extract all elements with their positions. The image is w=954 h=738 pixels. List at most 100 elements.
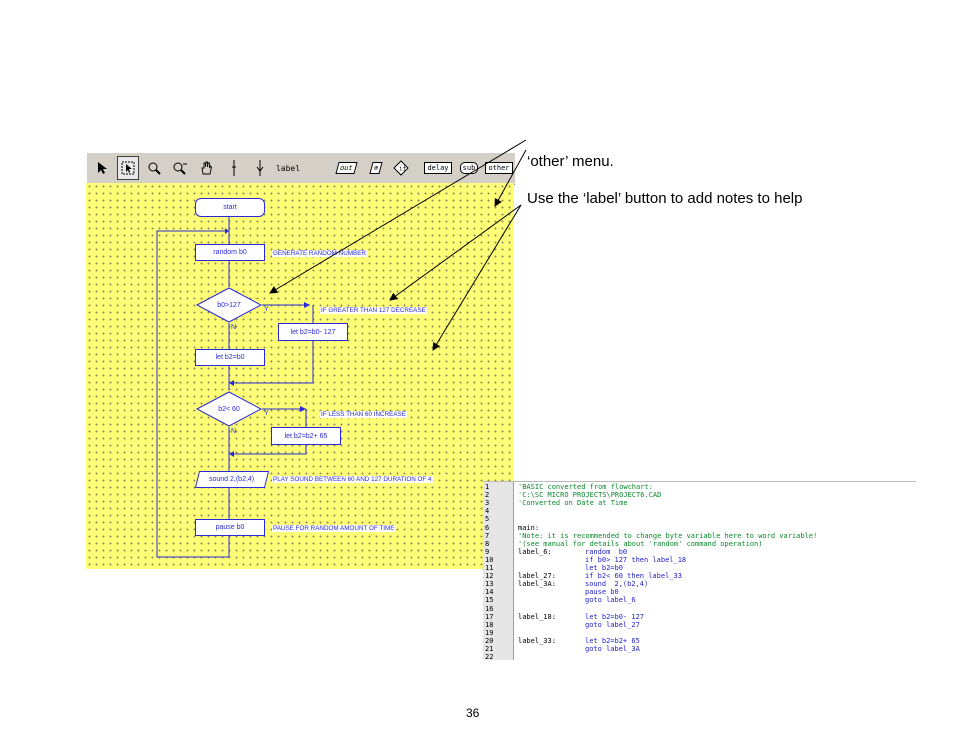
pause-note[interactable]: PAUSE FOR RANDOM AMOUNT OF TIME bbox=[272, 525, 396, 532]
random-note[interactable]: GENERATE RANDOM NUMBER bbox=[272, 250, 367, 257]
line-number: 21 bbox=[485, 645, 494, 653]
code-statement: if b2< 60 then label_33 bbox=[585, 572, 682, 581]
code-statement: goto label_27 bbox=[585, 620, 640, 629]
decision-b2-node[interactable]: b2< 60 bbox=[196, 391, 262, 427]
code-statement: if b0> 127 then label_18 bbox=[585, 555, 687, 564]
in-button-label: ⊕ bbox=[369, 162, 383, 174]
code-statement: sound 2,(b2,4) bbox=[585, 580, 649, 589]
decision-diamond-icon: if bbox=[393, 160, 409, 176]
decision1-no-label: N bbox=[231, 324, 237, 331]
code-statement: goto label_3A bbox=[585, 645, 640, 653]
hand-icon bbox=[201, 161, 212, 175]
line-number: 16 bbox=[485, 604, 494, 613]
out-button[interactable]: out bbox=[333, 156, 359, 180]
delay-button[interactable]: delay bbox=[423, 156, 453, 180]
out-button-label: out bbox=[335, 162, 357, 174]
zoom-in-button[interactable] bbox=[143, 156, 165, 180]
line-number: 8 bbox=[485, 539, 490, 548]
code-comment: 'C:\SC MICRO PROJECTS\PROJECT6.CAD bbox=[518, 491, 662, 500]
decision-diamond-shape-2 bbox=[196, 391, 262, 427]
if-button[interactable]: if bbox=[393, 156, 419, 180]
zoom-in-icon bbox=[148, 162, 161, 175]
flowchart-canvas[interactable]: start random b0 GENERATE RANDOM NUMBER b… bbox=[86, 183, 514, 569]
decision1-yes-label: Y bbox=[264, 306, 269, 313]
line-number: 15 bbox=[485, 596, 494, 605]
select-pointer-icon bbox=[121, 161, 135, 175]
connector-tool-icon bbox=[256, 160, 264, 176]
line-number: 1 bbox=[485, 483, 490, 491]
line-number: 22 bbox=[485, 653, 494, 662]
line-number: 13 bbox=[485, 580, 494, 589]
line-number: 4 bbox=[485, 507, 490, 516]
sound-node-label: sound 2,(b2,4) bbox=[209, 476, 255, 483]
line-number: 7 bbox=[485, 531, 490, 540]
line-number: 6 bbox=[485, 523, 490, 532]
code-label: label_33: bbox=[518, 636, 556, 645]
sub-button-label: sub bbox=[459, 162, 479, 174]
label-help-annotation: Use the ‘label’ button to add notes to h… bbox=[527, 190, 803, 207]
code-statement: goto label_6 bbox=[585, 596, 636, 605]
code-comment: 'BASIC converted from flowchart: bbox=[518, 483, 653, 491]
let-sub-node[interactable]: let b2=b0- 127 bbox=[278, 323, 348, 341]
code-statement: let b2=b0- 127 bbox=[585, 612, 645, 621]
if-button-text: if bbox=[399, 166, 407, 173]
sub-button[interactable]: sub bbox=[455, 156, 483, 180]
other-button[interactable]: other bbox=[485, 156, 513, 180]
line-number: 19 bbox=[485, 628, 494, 637]
less-note[interactable]: IF LESS THAN 60 INCREASE bbox=[320, 411, 407, 418]
code-comment: 'Converted on Date at Time bbox=[518, 499, 628, 508]
random-node[interactable]: random b0 bbox=[195, 244, 265, 261]
decision2-no-label: N bbox=[231, 428, 237, 435]
line-number: 20 bbox=[485, 636, 494, 645]
pointer-tool-button[interactable] bbox=[91, 156, 113, 180]
label-button[interactable]: label bbox=[275, 163, 301, 173]
code-label: main: bbox=[518, 523, 540, 532]
select-tool-button[interactable] bbox=[117, 156, 139, 180]
code-statement: let b2=b0 bbox=[585, 564, 623, 572]
decision-b0-label: b0>127 bbox=[217, 301, 241, 309]
code-label: label_3A: bbox=[518, 580, 556, 589]
line-number: 18 bbox=[485, 620, 494, 629]
line-number-gutter bbox=[483, 482, 514, 660]
flowchart-toolbar: label out ⊕ if delay sub other bbox=[86, 152, 515, 185]
let-add-node[interactable]: let b2=b2+ 65 bbox=[271, 427, 341, 445]
connector-tool-button[interactable] bbox=[249, 156, 271, 180]
code-comment: 'Note: it is recommended to change byte … bbox=[518, 531, 818, 540]
sound-node[interactable]: sound 2,(b2,4) bbox=[194, 471, 270, 488]
line-number: 11 bbox=[485, 564, 494, 572]
line-number: 14 bbox=[485, 588, 494, 597]
code-label: label_18: bbox=[518, 612, 556, 621]
line-number: 12 bbox=[485, 572, 494, 581]
greater-note[interactable]: IF GREATER THAN 127 DECREASE bbox=[320, 307, 427, 314]
line-number: 10 bbox=[485, 555, 494, 564]
delay-button-label: delay bbox=[424, 162, 452, 174]
let-b2-node[interactable]: let b2=b0 bbox=[195, 349, 265, 366]
start-node[interactable]: start bbox=[195, 198, 265, 217]
line-tool-button[interactable] bbox=[223, 156, 245, 180]
other-menu-annotation: ‘other’ menu. bbox=[527, 153, 614, 170]
decision-diamond-shape bbox=[196, 287, 262, 323]
line-number: 5 bbox=[485, 515, 490, 524]
in-button[interactable]: ⊕ bbox=[363, 156, 389, 180]
zoom-out-button[interactable] bbox=[169, 156, 191, 180]
decision2-yes-label: Y bbox=[264, 410, 269, 417]
arrow-pointer-icon bbox=[98, 162, 107, 174]
page-number: 36 bbox=[466, 706, 480, 720]
code-statement: pause b0 bbox=[585, 588, 619, 597]
line-number: 9 bbox=[485, 547, 490, 556]
code-statement: random b0 bbox=[585, 547, 628, 556]
zoom-out-icon bbox=[173, 162, 187, 175]
code-label: label_6: bbox=[518, 547, 552, 556]
line-number: 17 bbox=[485, 612, 494, 621]
other-button-label: other bbox=[485, 162, 513, 174]
pause-node[interactable]: pause b0 bbox=[195, 519, 265, 536]
code-comment: '(see manual for details about 'random' … bbox=[518, 539, 763, 548]
line-number: 3 bbox=[485, 499, 490, 508]
code-label: label_27: bbox=[518, 572, 556, 581]
pan-button[interactable] bbox=[195, 156, 217, 180]
sound-note[interactable]: PLAY SOUND BETWEEN 60 AND 127 DURATION O… bbox=[272, 476, 433, 483]
basic-code-editor[interactable]: 1'BASIC converted from flowchart:2'C:\SC… bbox=[483, 481, 916, 662]
decision-b0-node[interactable]: b0>127 bbox=[196, 287, 262, 323]
line-tool-icon bbox=[232, 160, 236, 176]
code-statement: let b2=b2+ 65 bbox=[585, 636, 640, 645]
